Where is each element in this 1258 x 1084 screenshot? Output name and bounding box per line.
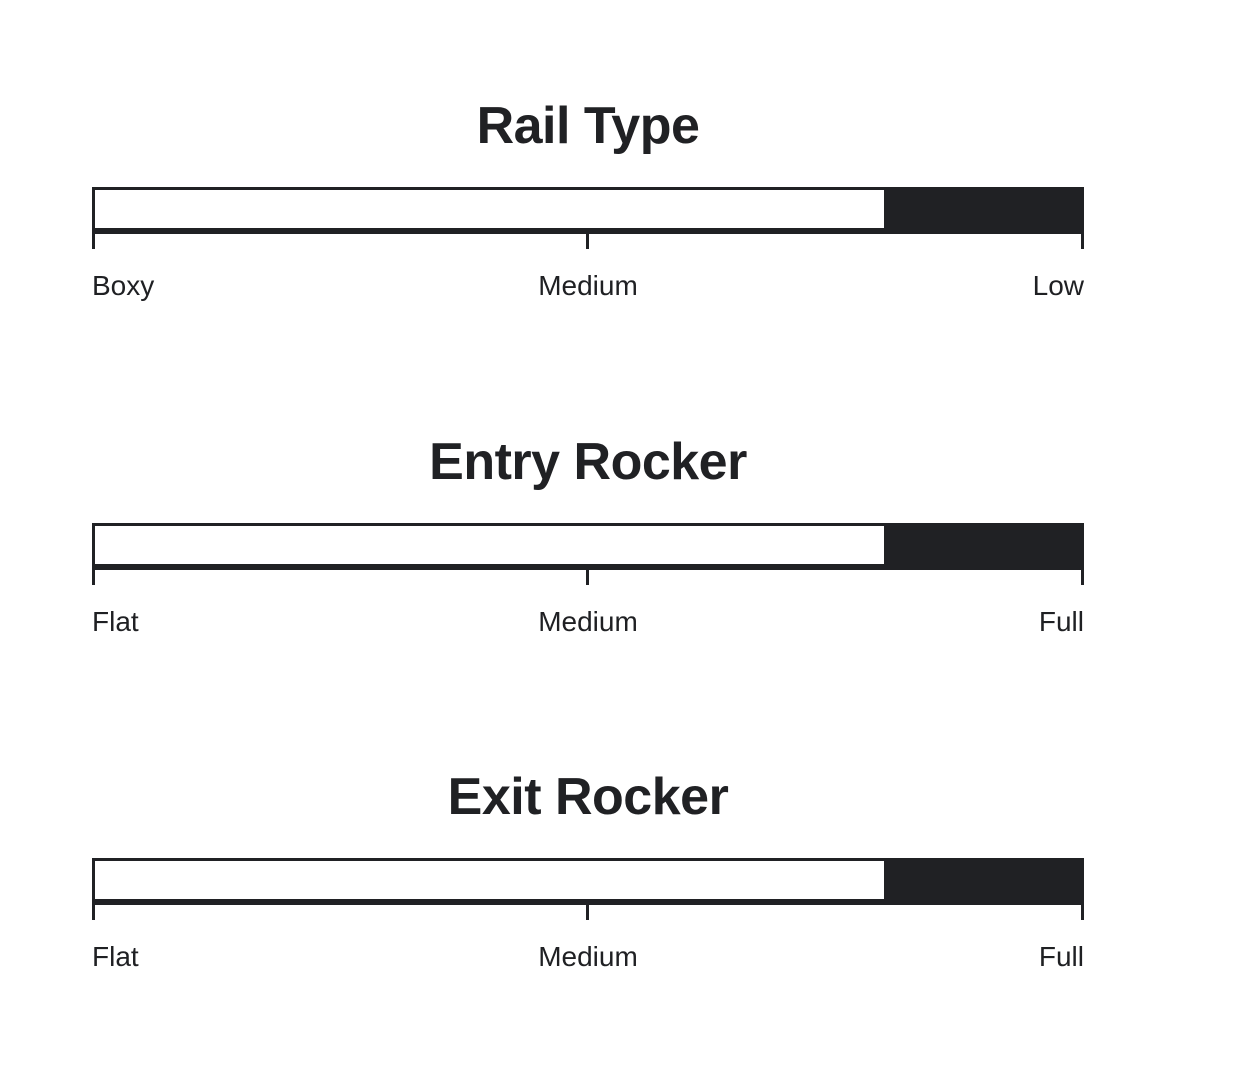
- axis-labels: Flat Medium Full: [92, 940, 1084, 974]
- axis-label-center: Medium: [538, 941, 638, 972]
- axis-label-center: Medium: [538, 270, 638, 301]
- axis-label-right: Full: [1038, 941, 1084, 972]
- page-title: Entry Rocker: [429, 433, 747, 492]
- axis-tick-end: [1081, 231, 1084, 249]
- gauge-rail-type[interactable]: [92, 187, 1084, 249]
- axis-tick-start: [92, 567, 95, 585]
- axis-tick-end: [1081, 567, 1084, 585]
- axis-tick-middle: [586, 567, 589, 585]
- page-title: Rail Type: [476, 97, 700, 156]
- axis-label-center: Medium: [538, 606, 638, 637]
- gauge-fill: [883, 861, 1081, 899]
- axis-tick-start: [92, 902, 95, 920]
- axis-labels: Flat Medium Full: [92, 605, 1084, 639]
- axis-tick-middle: [586, 902, 589, 920]
- gauge-track: [92, 858, 1084, 902]
- gauge-fill: [883, 526, 1081, 564]
- page-title: Exit Rocker: [447, 768, 729, 827]
- gauge-exit-rocker[interactable]: [92, 858, 1084, 920]
- gauge-track: [92, 187, 1084, 231]
- gauge-track: [92, 523, 1084, 567]
- gauge-fill: [883, 190, 1081, 228]
- axis-label-left: Flat: [92, 606, 139, 637]
- axis-label-left: Flat: [92, 941, 139, 972]
- axis-tick-start: [92, 231, 95, 249]
- axis-labels: Boxy Medium Low: [92, 269, 1084, 303]
- axis-tick-middle: [586, 231, 589, 249]
- axis-tick-end: [1081, 902, 1084, 920]
- axis-label-left: Boxy: [92, 270, 155, 301]
- gauge-entry-rocker[interactable]: [92, 523, 1084, 585]
- axis-label-right: Full: [1038, 606, 1084, 637]
- axis-label-right: Low: [1032, 270, 1084, 301]
